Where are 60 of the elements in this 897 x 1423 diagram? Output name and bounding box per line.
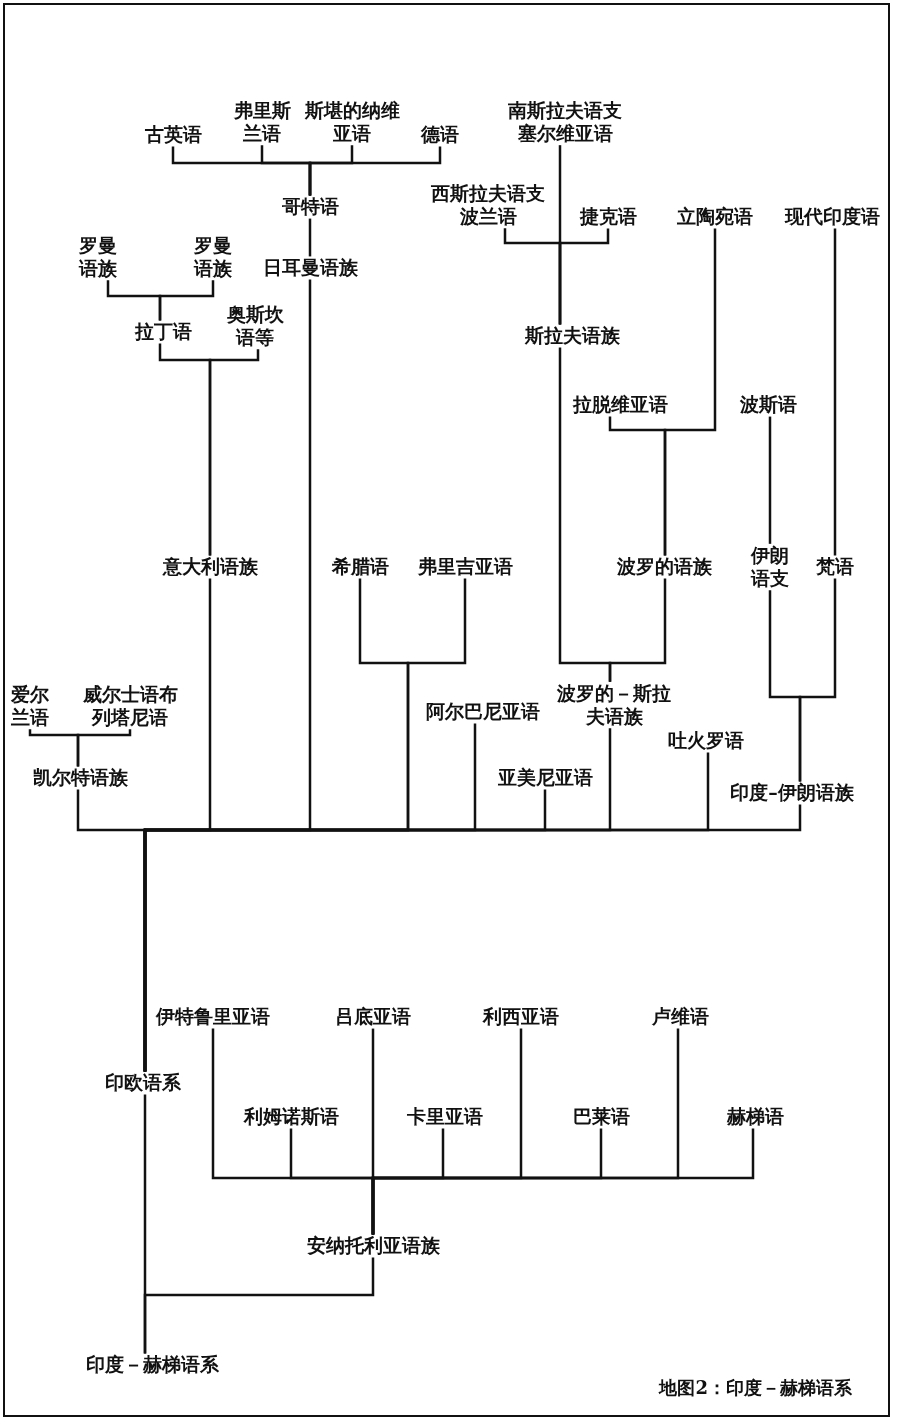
tree-line (308, 218, 312, 257)
language-label: 日耳曼语族 (262, 256, 358, 280)
language-label: 波斯语 (739, 393, 797, 417)
tree-line (833, 228, 837, 556)
language-label: 哥特语 (281, 195, 339, 219)
tree-line (208, 349, 260, 556)
tree-line (663, 228, 717, 556)
tree-line (371, 1128, 755, 1235)
tree-line (608, 578, 667, 682)
language-label: 爱尔兰语 (10, 682, 50, 730)
tree-line (76, 729, 132, 767)
tree-line (768, 416, 772, 544)
language-label: 弗里吉亚语 (417, 555, 513, 579)
language-label: 罗曼语族 (78, 233, 118, 281)
language-label: 印度－赫梯语系 (85, 1353, 219, 1377)
language-label: 塞尔维亚语 (516, 122, 614, 146)
language-label: 弗里斯兰语 (232, 98, 292, 146)
language-label: 卡里亚语 (407, 1105, 483, 1129)
language-label: 拉脱维亚语 (572, 393, 668, 417)
language-label: 波兰语 (458, 205, 518, 229)
language-label: 奥斯坎语等 (225, 302, 285, 350)
language-label: 卢维语 (651, 1005, 709, 1029)
language-label: 吕底亚语 (335, 1005, 411, 1029)
tree-line (143, 804, 802, 1072)
language-label: 安纳托利亚语族 (306, 1234, 440, 1258)
tree-line (143, 1257, 375, 1354)
language-label: 印度–伊朗语族 (730, 781, 854, 805)
language-label: 利西亚语 (483, 1005, 559, 1029)
language-label: 凯尔特语族 (32, 766, 128, 790)
language-label: 梵语 (816, 555, 854, 579)
tree-line (558, 145, 562, 325)
language-label: 捷克语 (579, 205, 637, 229)
branch-label: 西斯拉夫语支 (431, 181, 545, 205)
language-label: 巴莱语 (572, 1105, 630, 1129)
caption: 地图2：印度－赫梯语系 (659, 1376, 852, 1400)
language-label: 阿尔巴尼亚语 (426, 700, 540, 724)
language-label: 伊特鲁里亚语 (156, 1005, 270, 1029)
language-label: 立陶宛语 (677, 205, 753, 229)
language-label: 利姆诺斯语 (243, 1105, 339, 1129)
language-label: 拉丁语 (134, 320, 192, 344)
language-label: 现代印度语 (784, 205, 880, 229)
language-label: 亚美尼亚语 (497, 766, 593, 790)
language-label: 罗曼语族 (193, 233, 233, 281)
language-label: 希腊语 (331, 555, 389, 579)
tree-line (308, 146, 442, 196)
language-label: 斯堪的纳维亚语 (302, 98, 402, 146)
language-label: 意大利语族 (162, 555, 258, 579)
language-label: 赫梯语 (726, 1105, 784, 1129)
tree-line (158, 280, 215, 321)
language-label: 伊朗语支 (750, 543, 790, 591)
language-label: 吐火罗语 (668, 729, 744, 753)
language-label: 古英语 (144, 123, 202, 147)
language-label: 波罗的－斯拉夫语族 (554, 681, 674, 729)
tree-line (798, 578, 837, 782)
language-label: 印欧语系 (105, 1071, 181, 1095)
language-label: 威尔士语布列塔尼语 (75, 682, 185, 730)
language-label: 德语 (421, 123, 459, 147)
language-label: 斯拉夫语族 (524, 324, 620, 348)
language-label: 波罗的语族 (616, 555, 712, 579)
branch-label: 南斯拉夫语支 (508, 98, 622, 122)
